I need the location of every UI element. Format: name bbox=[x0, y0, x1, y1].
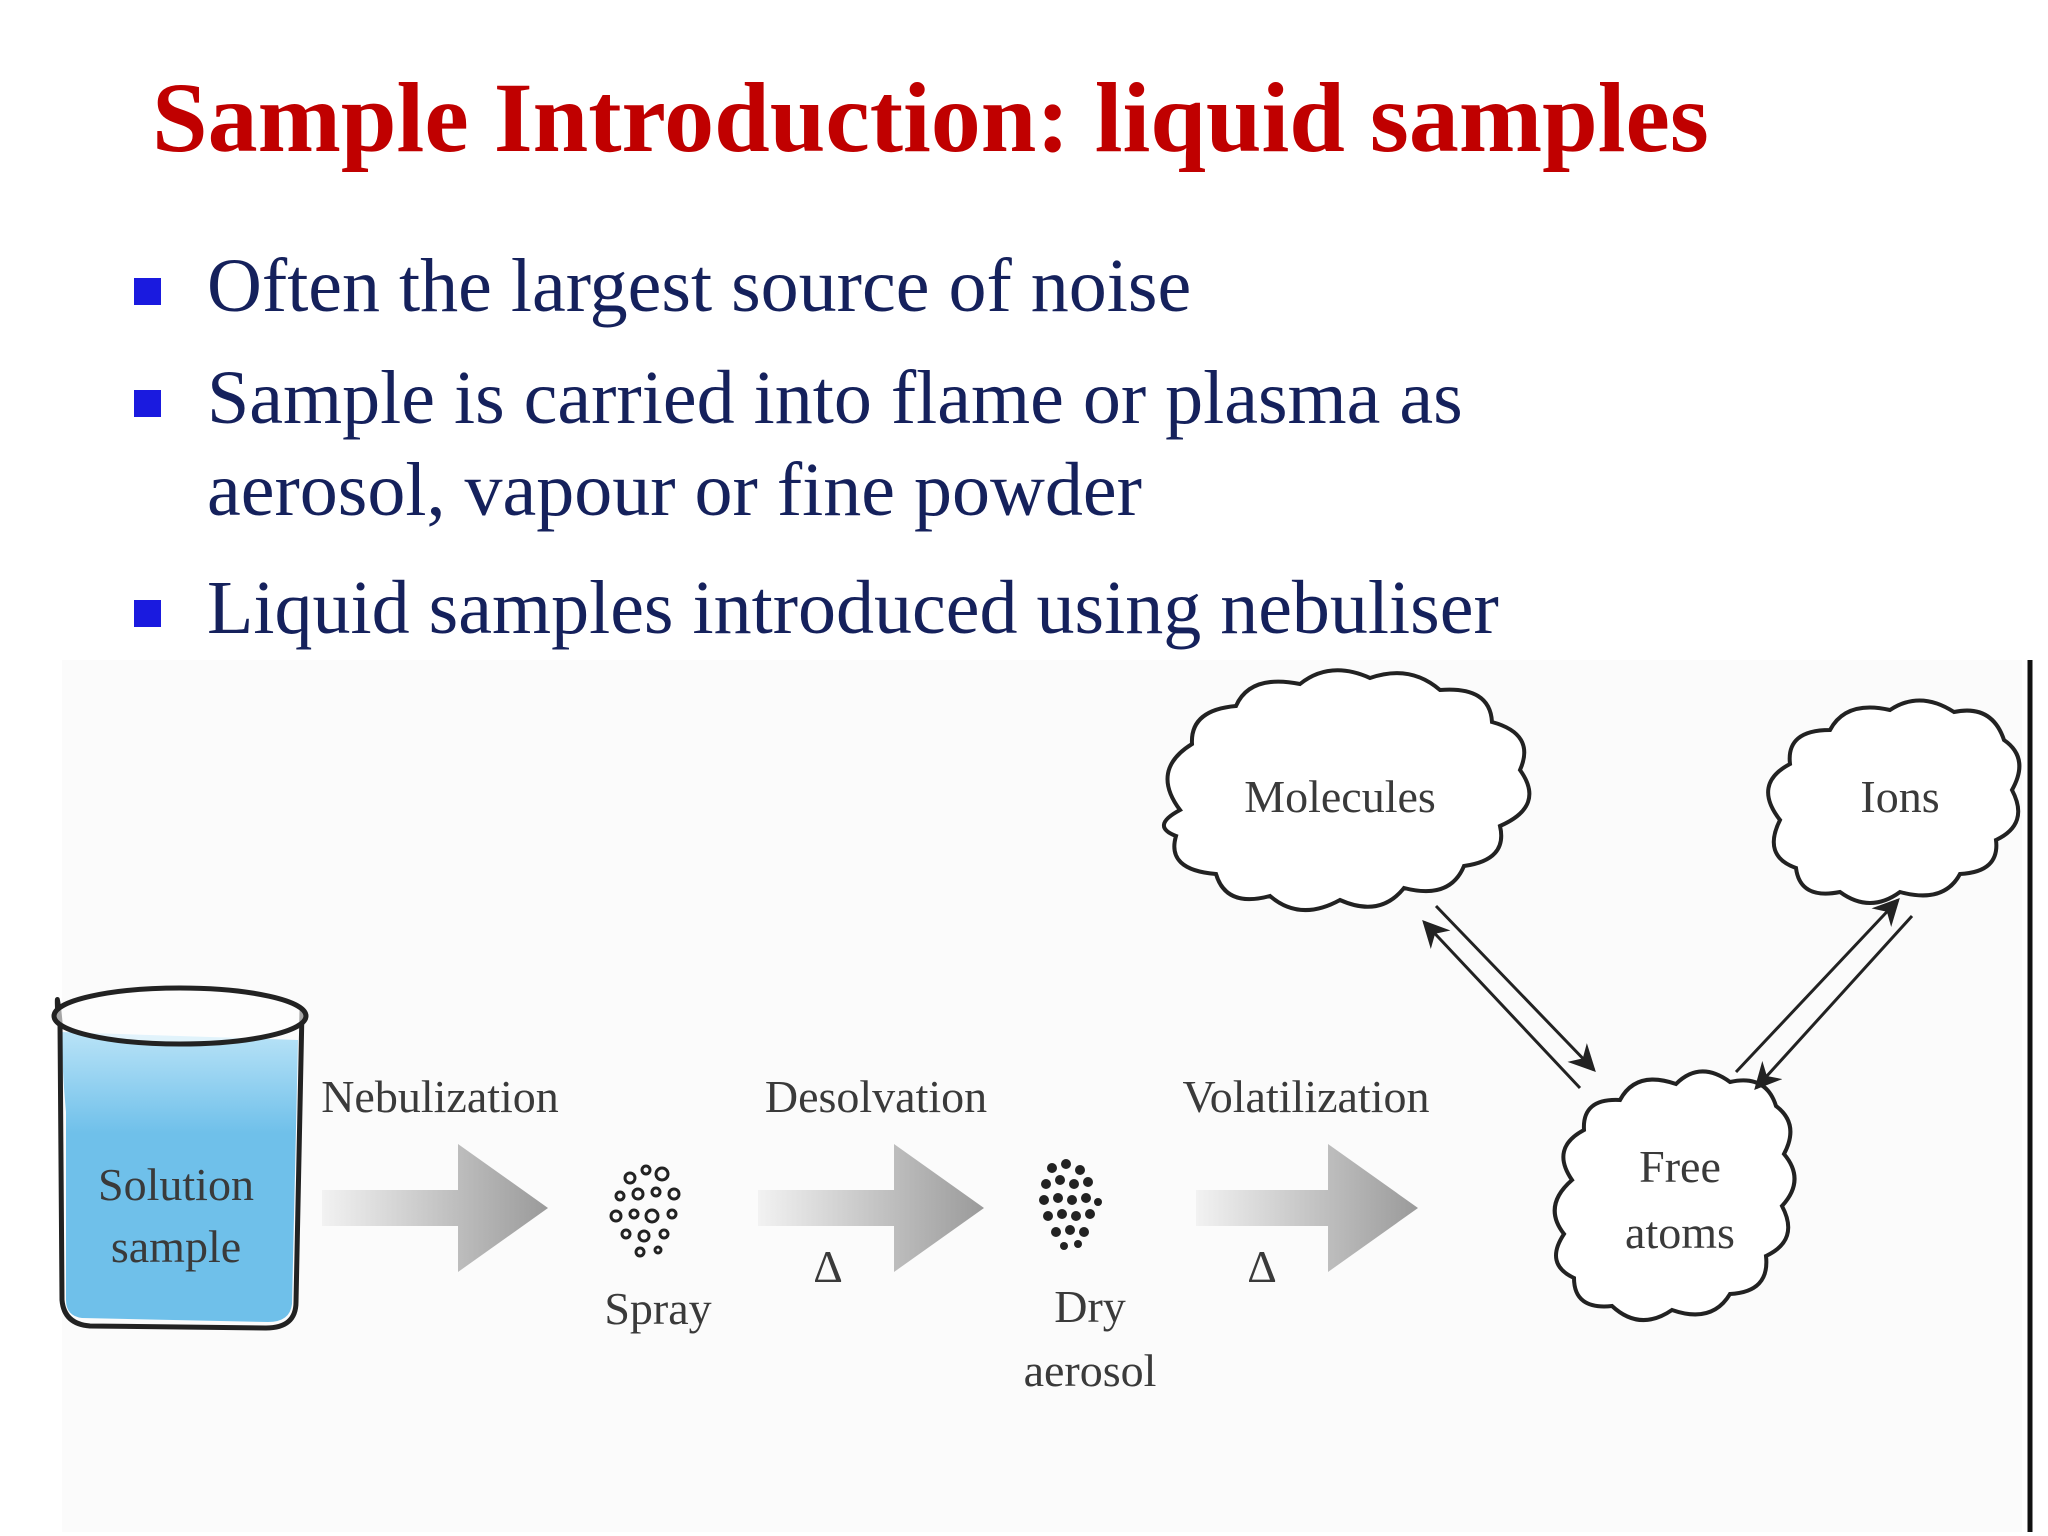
slide-title: Sample Introduction: liquid samples bbox=[152, 62, 1709, 173]
beaker-label-line2: sample bbox=[111, 1221, 241, 1272]
arrow-ions-to-atoms bbox=[1754, 914, 1914, 1090]
bullet-square-icon bbox=[134, 278, 161, 305]
bullet-text-continued: aerosol, vapour or fine powder bbox=[207, 448, 1142, 532]
arrow-molecules-to-atoms bbox=[1434, 904, 1596, 1072]
bullet-text: Often the largest source of noise bbox=[207, 244, 1192, 328]
cloud-shape bbox=[1766, 698, 2022, 905]
dry-aerosol-label-line2: aerosol bbox=[1024, 1345, 1157, 1396]
beaker-water bbox=[62, 1032, 298, 1322]
free-atoms-cloud: Free atoms bbox=[1552, 1069, 1797, 1323]
dry-aerosol-label-line1: Dry bbox=[1054, 1281, 1126, 1332]
bullet-list: Often the largest source of noise Sample… bbox=[0, 0, 2048, 700]
atomization-diagram-svg: Solution sample Nebulization Spray Desol… bbox=[51, 660, 2033, 1532]
bullet-square-icon bbox=[134, 600, 161, 627]
equilibrium-arrows bbox=[1422, 898, 1914, 1090]
process-arrow bbox=[1196, 1144, 1418, 1272]
process-arrow bbox=[322, 1144, 548, 1272]
arrow-atoms-to-ions bbox=[1734, 898, 1900, 1074]
cloud-shape bbox=[1162, 668, 1532, 913]
step-label: Nebulization bbox=[321, 1071, 559, 1122]
beaker: Solution sample bbox=[51, 985, 309, 1331]
step-label: Desolvation bbox=[765, 1071, 987, 1122]
step-nebulization: Nebulization bbox=[321, 1071, 559, 1272]
molecules-label: Molecules bbox=[1244, 771, 1436, 822]
step-volatilization: Volatilization Δ bbox=[1182, 1071, 1429, 1292]
spray-droplets-icon bbox=[609, 1164, 681, 1258]
beaker-label-line1: Solution bbox=[98, 1159, 254, 1210]
beaker-wall bbox=[54, 997, 305, 1331]
cloud-shape bbox=[1552, 1069, 1797, 1323]
beaker-rim bbox=[51, 985, 309, 1047]
dry-aerosol-particles-icon bbox=[1039, 1159, 1102, 1250]
heat-symbol: Δ bbox=[1247, 1241, 1277, 1292]
molecules-cloud: Molecules bbox=[1162, 668, 1532, 913]
ions-cloud: Ions bbox=[1766, 698, 2022, 905]
ions-label: Ions bbox=[1860, 771, 1939, 822]
step-label: Volatilization bbox=[1182, 1071, 1429, 1122]
arrow-atoms-to-molecules bbox=[1422, 920, 1582, 1090]
heat-symbol: Δ bbox=[813, 1241, 843, 1292]
bullet-square-icon bbox=[134, 390, 161, 417]
spray-label: Spray bbox=[604, 1283, 711, 1334]
bullet-text: Sample is carried into flame or plasma a… bbox=[207, 356, 1463, 440]
process-arrow bbox=[758, 1144, 984, 1272]
free-atoms-label-line1: Free bbox=[1639, 1141, 1721, 1192]
free-atoms-label-line2: atoms bbox=[1625, 1207, 1735, 1258]
bullet-text: Liquid samples introduced using nebulise… bbox=[207, 566, 1499, 650]
step-desolvation: Desolvation Δ bbox=[758, 1071, 987, 1292]
atomization-diagram: Solution sample Nebulization Spray Desol… bbox=[0, 660, 2048, 1536]
